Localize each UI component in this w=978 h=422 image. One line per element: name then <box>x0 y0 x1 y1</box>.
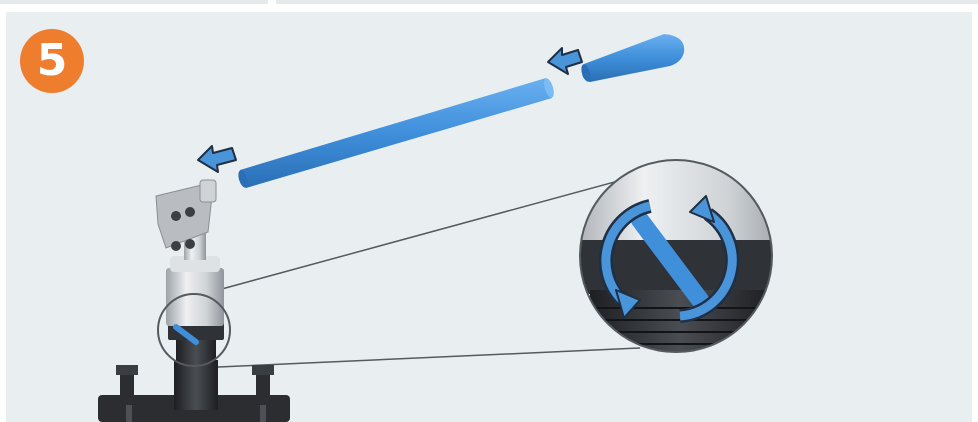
detail-marker-circle <box>157 293 231 367</box>
top-divider-right <box>276 0 978 4</box>
zoom-connector-lines <box>195 174 641 369</box>
base-clamp <box>98 360 290 422</box>
arrow-left-lower <box>197 145 237 173</box>
arrow-left-upper <box>547 47 583 75</box>
rotate-arrows <box>598 195 740 323</box>
handle-grip <box>581 34 685 82</box>
panel-background <box>6 12 972 422</box>
top-divider-left <box>0 0 268 4</box>
step-number-badge: 5 <box>20 29 84 93</box>
handle-rod <box>238 78 554 188</box>
pump-head <box>155 179 217 251</box>
